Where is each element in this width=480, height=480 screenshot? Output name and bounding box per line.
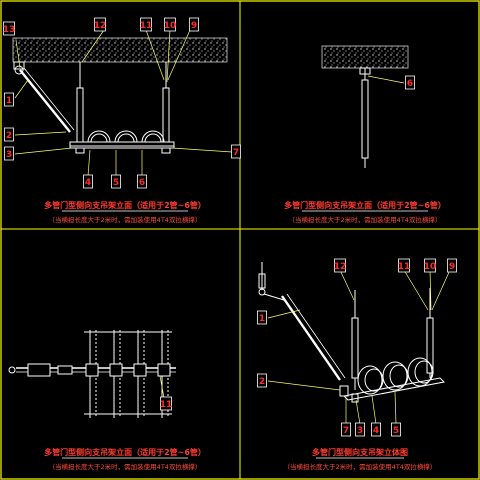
panel-top-left-diagram: [12, 29, 233, 177]
panel-top-right-diagram: [321, 45, 409, 168]
part-number-tag: 7: [233, 148, 239, 158]
tag-box: [341, 422, 351, 437]
part-number-tag: 3: [6, 150, 12, 160]
caption-note: （当横担长度大于2米时，需加装使用4T4双拉横撑）: [289, 215, 442, 224]
caption-title: 多管门型侧向支吊架立面（适用于2管~6管）: [284, 200, 446, 210]
tag-box: [371, 422, 381, 437]
part-number-tag: 3: [357, 426, 363, 436]
caption-title: 多管门型侧向支吊架立面（适用于2管~6管）: [44, 447, 206, 457]
part-number-tag: 11: [160, 400, 173, 410]
part-number-tag: 6: [139, 178, 145, 188]
ceiling-slab: [12, 37, 228, 63]
part-number-tag: 7: [343, 426, 349, 436]
part-number-tag: 1: [259, 314, 265, 324]
part-number-tag: 10: [164, 21, 177, 31]
tag-box: [231, 144, 241, 159]
panel-bottom-left-diagram: [8, 330, 176, 418]
tag-box: [3, 21, 15, 36]
tag-box: [355, 422, 365, 437]
caption-note: （当横担长度大于2米时，需加装使用4T4双拉横撑）: [284, 462, 437, 471]
ceiling-slab: [321, 45, 409, 69]
caption-note: （当横担长度大于2米时，需加装使用4T4双拉横撑）: [49, 215, 202, 224]
part-number-tag: 2: [259, 377, 265, 387]
part-number-tag: 11: [140, 21, 153, 31]
part-number-tag: 5: [393, 426, 399, 436]
tag-box: [4, 92, 14, 107]
tag-box: [4, 146, 14, 161]
tag-box: [137, 174, 147, 189]
part-number-tag: 2: [6, 131, 12, 141]
tag-box: [257, 310, 267, 325]
tag-box: [398, 258, 410, 273]
caption-title: 多管门型侧向支吊架立体图: [312, 447, 408, 457]
panel-bottom-right-diagram: [258, 262, 451, 425]
tag-box: [4, 127, 14, 142]
part-number-tag: 10: [424, 262, 437, 272]
part-number-tag: 4: [373, 426, 379, 436]
part-number-tag: 9: [449, 262, 455, 272]
panel-top-right-caption: 多管门型侧向支吊架立面（适用于2管~6管） （当横担长度大于2米时，需加装使用4…: [284, 200, 446, 224]
tag-box: [189, 17, 199, 32]
tag-box: [83, 174, 93, 189]
part-number-tag: 11: [398, 262, 411, 272]
part-number-tag: 12: [94, 21, 107, 31]
tag-box: [111, 174, 121, 189]
tag-box: [447, 258, 457, 273]
part-number-tag: 5: [113, 178, 119, 188]
part-number-tag: 4: [85, 178, 91, 188]
part-number-tag: 13: [3, 25, 16, 35]
tag-box: [391, 422, 401, 437]
tag-box: [424, 258, 436, 273]
caption-title: 多管门型侧向支吊架立面（适用于2管~6管）: [44, 200, 206, 210]
panel-top-left-caption: 多管门型侧向支吊架立面（适用于2管~6管） （当横担长度大于2米时，需加装使用4…: [44, 200, 206, 224]
part-number-tag: 12: [334, 262, 347, 272]
part-number-tag: 1: [6, 96, 12, 106]
caption-note: （当横担长度大于2米时，需加装使用4T4双拉横撑）: [49, 462, 202, 471]
tag-box: [164, 17, 176, 32]
tag-box: [257, 373, 267, 388]
tag-box: [334, 258, 346, 273]
tag-box: [405, 75, 415, 90]
tag-box: [94, 17, 106, 32]
tag-box: [160, 396, 172, 411]
part-number-tag: 9: [191, 21, 197, 31]
part-number-tag: 6: [407, 79, 413, 89]
panel-bottom-right-caption: 多管门型侧向支吊架立体图 （当横担长度大于2米时，需加装使用4T4双拉横撑）: [284, 447, 437, 471]
panel-top-right-tags: 6: [405, 75, 415, 90]
tag-box: [140, 17, 152, 32]
panel-bottom-left-tags: 11: [160, 396, 173, 411]
panel-bottom-left-caption: 多管门型侧向支吊架立面（适用于2管~6管） （当横担长度大于2米时，需加装使用4…: [44, 447, 206, 471]
